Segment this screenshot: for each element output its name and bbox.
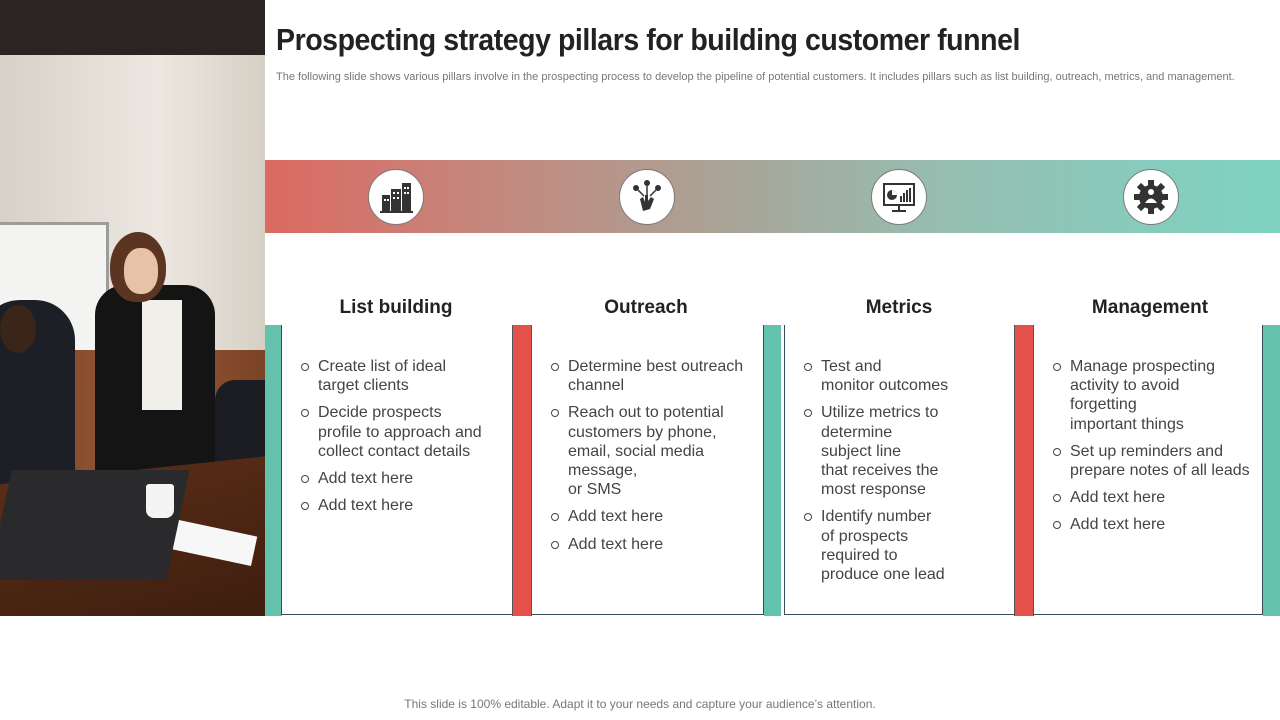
bullet-list: Determine best outreach channel Reach ou…: [532, 325, 763, 554]
divider-bar: [1014, 325, 1034, 616]
bullet-item: Determine best outreach channel: [551, 357, 751, 395]
bullet-item: Add text here: [551, 507, 751, 526]
bullet-item: Add text here: [301, 469, 500, 488]
bullet-list: Manage prospecting activity to avoid for…: [1034, 325, 1262, 535]
bullet-item: Utilize metrics to determine subject lin…: [804, 403, 1002, 499]
pillar-card-outreach: Determine best outreach channel Reach ou…: [532, 325, 764, 615]
divider-bar: [512, 325, 532, 616]
bullet-item: Reach out to potential customers by phon…: [551, 403, 751, 499]
bullet-item: Identify number of prospects required to…: [804, 507, 1002, 584]
pillar-title-management: Management: [1091, 297, 1209, 318]
bullet-item: Add text here: [1053, 488, 1250, 507]
bullet-item: Set up reminders and prepare notes of al…: [1053, 442, 1250, 480]
bullet-list: Create list of ideal target clients Deci…: [282, 325, 512, 515]
bullet-item: Create list of ideal target clients: [301, 357, 500, 395]
presentation-chart-icon: [871, 169, 927, 225]
divider-bar: [265, 325, 282, 616]
bullet-item: Test and monitor outcomes: [804, 357, 1002, 395]
slide-footer: This slide is 100% editable. Adapt it to…: [404, 697, 876, 711]
pillar-card-list-building: Create list of ideal target clients Deci…: [281, 325, 512, 615]
bullet-item: Add text here: [1053, 515, 1250, 534]
divider-bar: [1263, 325, 1280, 616]
bullet-item: Add text here: [551, 535, 751, 554]
pillar-card-metrics: Test and monitor outcomes Utilize metric…: [784, 325, 1014, 615]
bullet-list: Test and monitor outcomes Utilize metric…: [785, 325, 1014, 584]
pillar-title-metrics: Metrics: [865, 297, 933, 318]
bullet-item: Decide prospects profile to approach and…: [301, 403, 500, 461]
divider-bar: [764, 325, 781, 616]
pillar-title-list-building: List building: [339, 297, 453, 318]
slide-title: Prospecting strategy pillars for buildin…: [276, 22, 1020, 57]
bullet-item: Manage prospecting activity to avoid for…: [1053, 357, 1250, 434]
pillar-title-outreach: Outreach: [604, 297, 688, 318]
gear-people-icon: [1123, 169, 1179, 225]
meeting-photo: [0, 0, 265, 616]
slide-subtitle: The following slide shows various pillar…: [276, 71, 1235, 83]
network-hand-icon: [619, 169, 675, 225]
pillar-card-management: Manage prospecting activity to avoid for…: [1034, 325, 1263, 615]
buildings-icon: [368, 169, 424, 225]
gradient-band: [265, 160, 1280, 233]
coffee-cup: [146, 484, 174, 518]
bullet-item: Add text here: [301, 496, 500, 515]
